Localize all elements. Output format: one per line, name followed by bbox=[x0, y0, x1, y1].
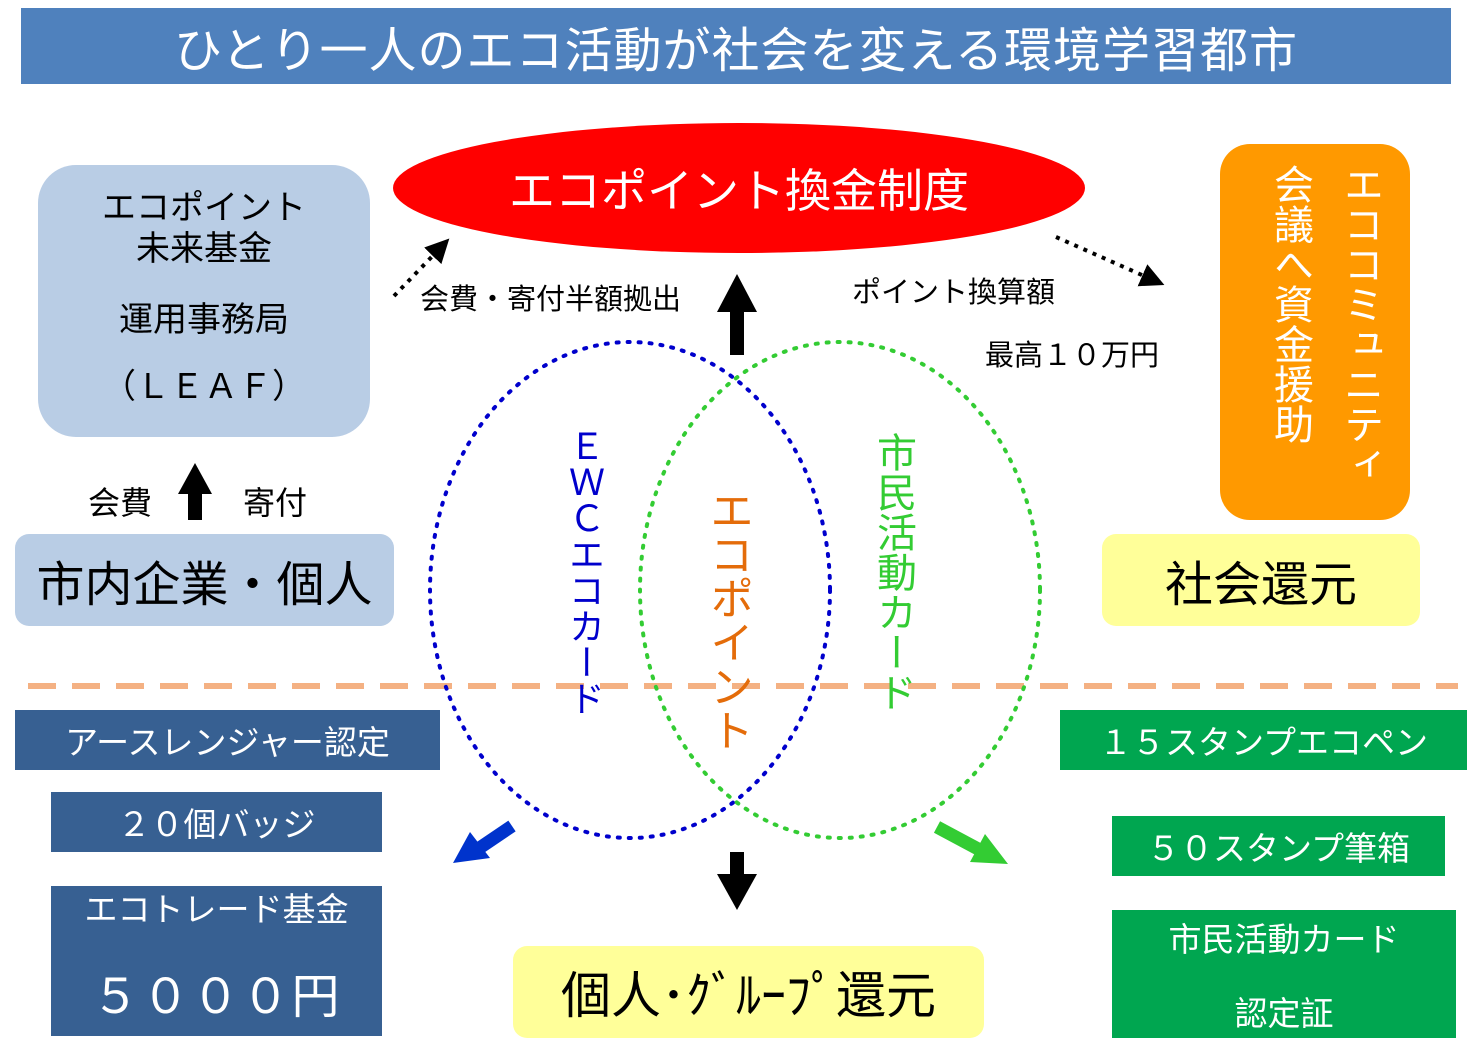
leaf-fund-box: エコポイント 未来基金 運用事務局 （ＬＥＡＦ） bbox=[38, 165, 370, 437]
fund-line-3: 運用事務局 bbox=[119, 300, 289, 340]
arrow-down-icon bbox=[717, 852, 757, 910]
ecopoint-system-ellipse: エコポイント換金制度 bbox=[393, 123, 1085, 253]
stamp50-box: ５０スタンプ筆箱 bbox=[1112, 816, 1445, 876]
dotted-arrow-icon bbox=[392, 238, 450, 298]
support-text-col1: エココミュニティ bbox=[1337, 164, 1383, 484]
group-return-box: 個人･ｸﾞﾙｰﾌﾟ還元 bbox=[513, 946, 984, 1038]
eco-trade-fund-box: エコトレード基金 ５０００円 bbox=[51, 886, 382, 1036]
ewc-card-circle bbox=[428, 340, 832, 840]
arrow-down-right-icon bbox=[933, 821, 1008, 864]
companies-box: 市内企業・個人 bbox=[15, 534, 394, 626]
dotted-arrow-icon bbox=[1055, 235, 1165, 287]
points-label: ポイント換算額 bbox=[852, 275, 1056, 309]
cert-line-1: 市民活動カード bbox=[1168, 920, 1400, 959]
max-amount-label: 最高１０万円 bbox=[985, 338, 1160, 372]
social-return-box: 社会還元 bbox=[1102, 534, 1420, 626]
citizen-card-circle bbox=[638, 340, 1042, 840]
arrow-up-icon bbox=[717, 274, 757, 355]
fund-line-4: （ＬＥＡＦ） bbox=[102, 366, 306, 407]
earth-ranger-box: アースレンジャー認定 bbox=[15, 710, 440, 770]
fund-line-1: エコポイント bbox=[102, 188, 306, 229]
eco-point-label: エコポイント bbox=[702, 488, 753, 752]
fee-donation-label: 会費・寄付半額拠出 bbox=[420, 282, 682, 316]
page-title: ひとり一人のエコ活動が社会を変える環境学習都市 bbox=[21, 8, 1451, 84]
fee-label: 会費 bbox=[88, 484, 153, 522]
stamp15-box: １５スタンプエコペン bbox=[1060, 710, 1467, 770]
fund-line-2: 未来基金 bbox=[136, 229, 272, 270]
support-text-col2: 会議へ資金援助 bbox=[1267, 164, 1313, 444]
cert-line-2: 認定証 bbox=[1234, 994, 1334, 1033]
ewc-card-label: ＥＷＣエコカード bbox=[563, 428, 604, 716]
arrow-up-icon bbox=[178, 463, 212, 520]
eco-community-support-box: エココミュニティ 会議へ資金援助 bbox=[1220, 144, 1410, 520]
arrow-down-left-icon bbox=[453, 820, 516, 863]
trade-fund-amount: ５０００円 bbox=[91, 969, 342, 1025]
badges-box: ２０個バッジ bbox=[51, 792, 382, 852]
citizen-card-cert-box: 市民活動カード 認定証 bbox=[1112, 910, 1456, 1038]
citizen-card-label: 市民活動カード bbox=[870, 432, 916, 712]
donation-label: 寄付 bbox=[243, 484, 308, 522]
trade-fund-title: エコトレード基金 bbox=[84, 890, 349, 929]
